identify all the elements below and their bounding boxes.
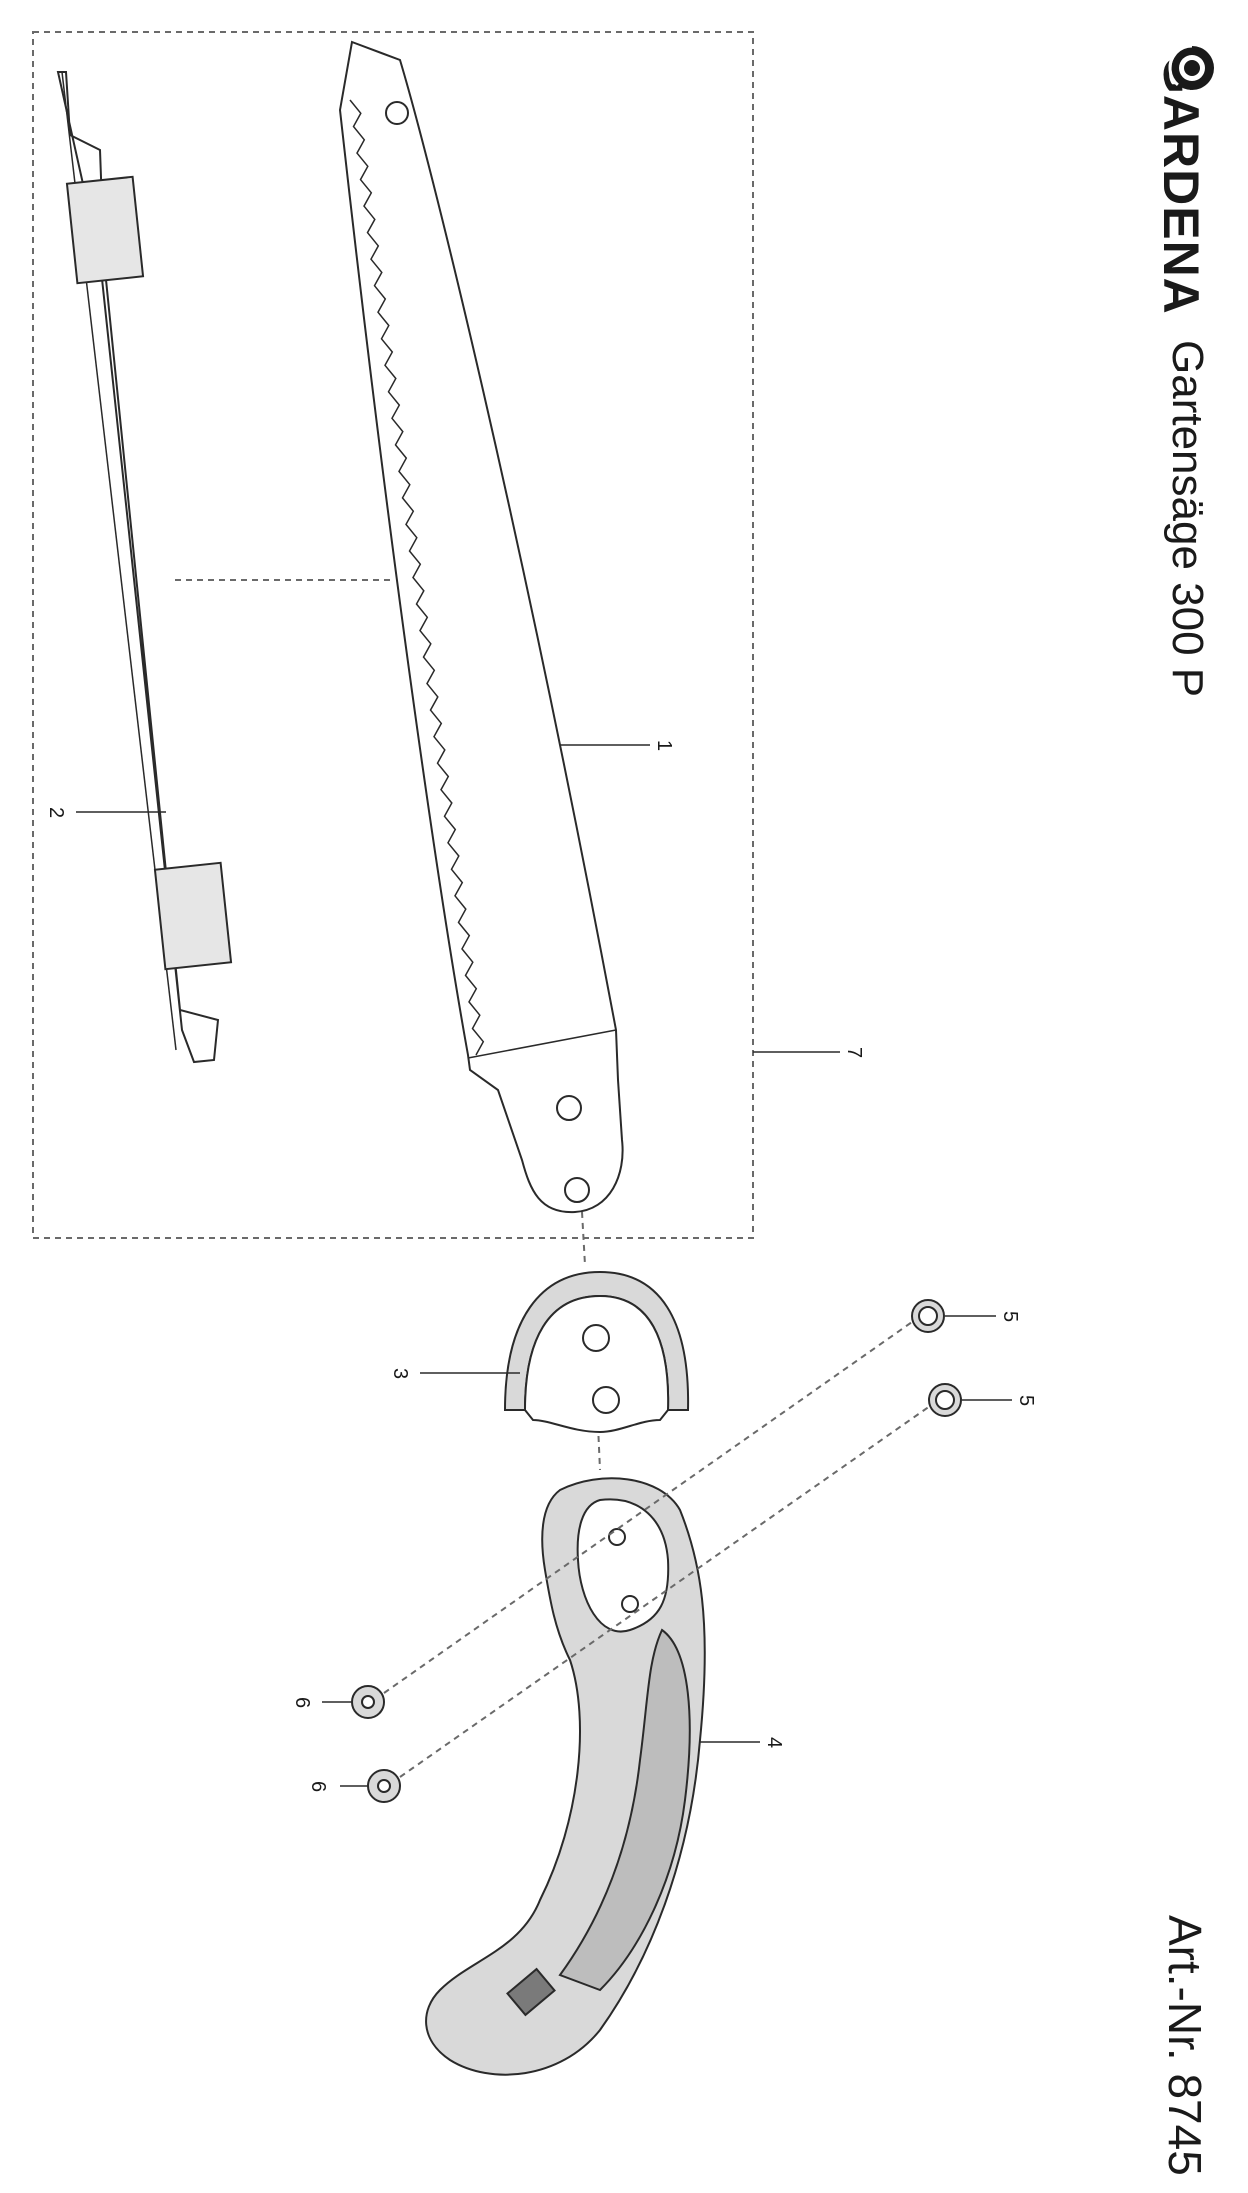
blade-guard-collar	[503, 1270, 690, 1434]
nut-5b	[928, 1383, 962, 1417]
screw-6b	[367, 1769, 401, 1803]
callout-3: 3	[389, 1368, 411, 1379]
saw-blade	[338, 40, 624, 1214]
screw-6a	[351, 1685, 385, 1719]
callout-4: 4	[763, 1737, 785, 1748]
callout-5a: 5	[999, 1311, 1021, 1322]
blade-cover-strip	[56, 71, 233, 1064]
callout-6a: 6	[291, 1697, 313, 1708]
blade-set-group-box	[32, 31, 754, 1239]
gardena-logo-icon	[1168, 44, 1214, 90]
saw-handle	[425, 1477, 706, 2076]
callout-5b: 5	[1015, 1395, 1037, 1406]
nut-5a	[911, 1299, 945, 1333]
callout-6b: 6	[307, 1781, 329, 1792]
callout-1: 1	[653, 740, 675, 751]
leader-lines	[76, 744, 1012, 1787]
callout-7: 7	[843, 1047, 865, 1058]
callout-2: 2	[45, 807, 67, 818]
